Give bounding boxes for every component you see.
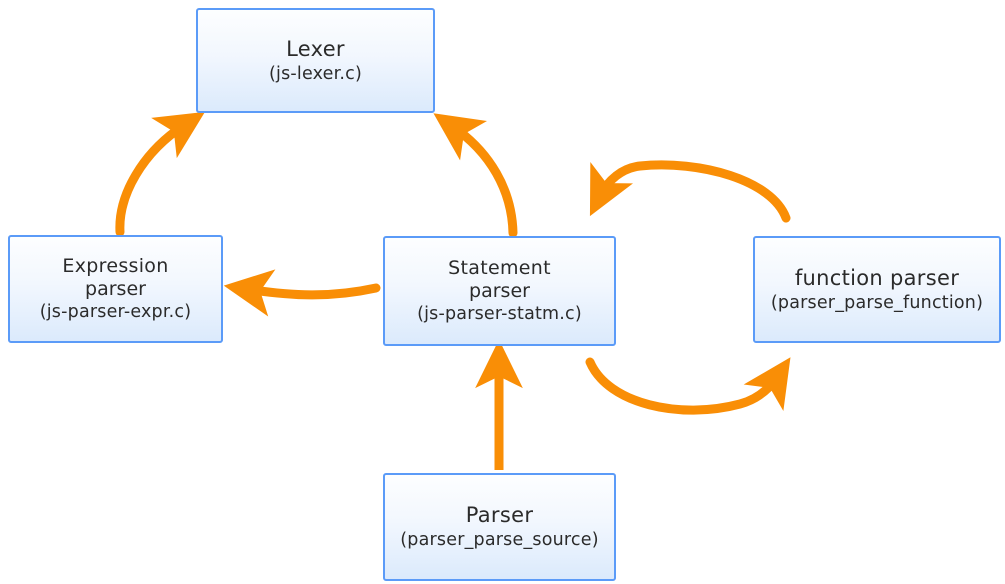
node-expression-parser-subtitle: (js-parser-expr.c) [39,302,192,323]
node-parser-subtitle: (parser_parse_source) [400,530,599,551]
node-function-parser-subtitle: (parser_parse_function) [770,292,984,313]
node-parser[interactable]: Parser (parser_parse_source) [383,473,616,581]
node-statement-parser-subtitle: (js-parser-statm.c) [417,304,582,325]
node-expression-parser[interactable]: Expression parser (js-parser-expr.c) [8,235,223,343]
edge-expression-parser-to-lexer [115,111,205,237]
node-statement-parser-title: Statement [448,257,551,280]
edge-statement-parser-to-expression-parser [223,269,381,317]
node-expression-parser-title: Expression [62,255,169,278]
node-statement-parser[interactable]: Statement parser (js-parser-statm.c) [383,236,616,346]
node-lexer-title: Lexer [286,36,345,61]
node-statement-parser-title-line2: parser [469,279,530,302]
node-lexer-subtitle: (js-lexer.c) [268,63,363,84]
edge-statement-parser-to-lexer [433,113,518,238]
node-function-parser-title: function parser [794,265,960,290]
edge-statement-parser-to-function-parser [585,357,791,415]
node-parser-title: Parser [465,503,534,528]
node-expression-parser-title-line2: parser [85,277,146,300]
node-lexer[interactable]: Lexer (js-lexer.c) [196,8,435,113]
edge-function-parser-to-statement-parser [589,160,791,223]
node-function-parser[interactable]: function parser (parser_parse_function) [753,236,1001,343]
